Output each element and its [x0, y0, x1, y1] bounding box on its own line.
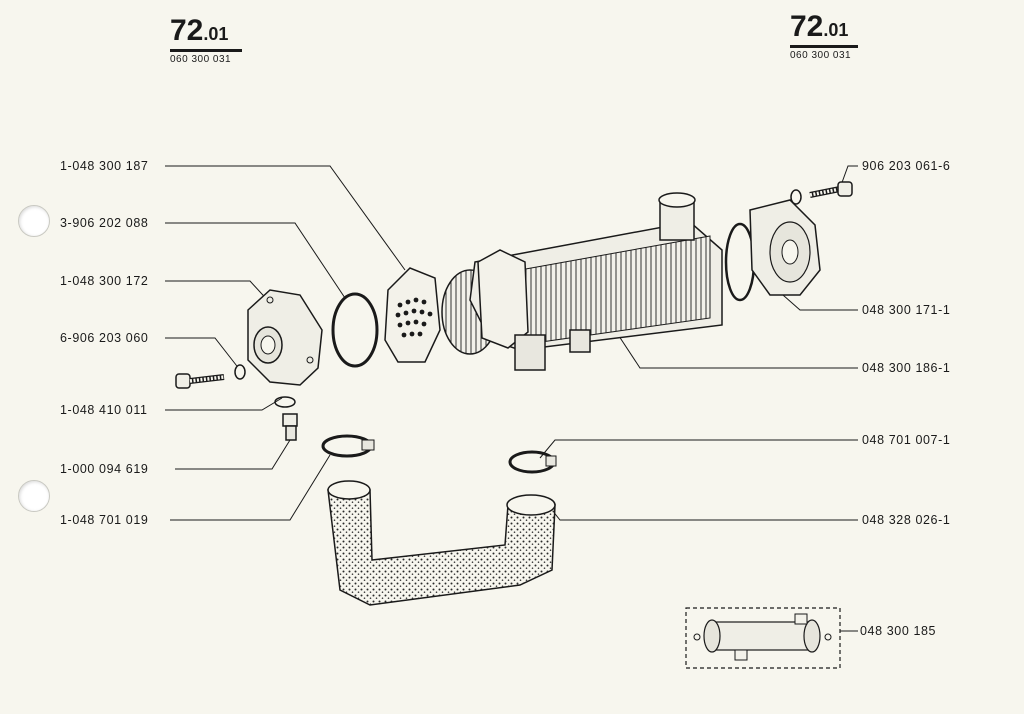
washer-right: [790, 189, 802, 205]
callout-left-7: 1-048 701 019: [60, 513, 149, 527]
hose-clamp-right: [508, 450, 557, 474]
sheet-main-number: 72: [170, 14, 204, 47]
sheet-doc-number: 060 300 031: [170, 54, 232, 65]
right-screw: [809, 181, 853, 198]
tube-plate: [384, 267, 441, 363]
sheet-number-rule: [170, 49, 242, 52]
inset-callout: 048 300 185: [860, 624, 937, 638]
left-screw: [175, 373, 225, 389]
u-hose: [327, 480, 556, 606]
left-end-cover: [247, 289, 323, 386]
callout-left-4: 6-906 203 060: [60, 331, 149, 345]
sheet-number-rule: [790, 45, 858, 48]
binder-hole-top: [18, 205, 50, 237]
callout-right-1: 906 203 061-6: [862, 159, 951, 173]
sheet-sub-number: .01: [823, 20, 849, 40]
callout-left-3: 1-048 300 172: [60, 274, 149, 288]
callout-right-4: 048 701 007-1: [862, 433, 951, 447]
large-o-ring-right: [724, 222, 756, 302]
callout-left-1: 1-048 300 187: [60, 159, 149, 173]
callout-right-3: 048 300 186-1: [862, 361, 951, 375]
callout-left-6: 1-000 094 619: [60, 462, 149, 476]
callout-left-2: 3-906 202 088: [60, 216, 149, 230]
inset-assembly: [685, 607, 841, 669]
sheet-number-right: 72.01 060 300 031: [790, 10, 858, 61]
sheet-doc-number: 060 300 031: [790, 50, 852, 61]
sheet-number-left: 72.01 060 300 031: [170, 14, 242, 65]
sheet-main-number: 72: [790, 10, 824, 43]
binder-hole-bottom: [18, 480, 50, 512]
large-o-ring-left: [331, 292, 379, 368]
sheet-sub-number: .01: [203, 24, 229, 44]
callout-right-5: 048 328 026-1: [862, 513, 951, 527]
drain-plug: [282, 413, 298, 441]
callout-left-5: 1-048 410 011: [60, 403, 148, 417]
callout-right-2: 048 300 171-1: [862, 303, 951, 317]
heat-exchanger-body: [469, 192, 723, 371]
washer-left: [234, 364, 246, 380]
hose-clamp-left: [321, 434, 375, 458]
small-o-ring: [274, 396, 296, 408]
right-end-cover: [749, 199, 821, 296]
